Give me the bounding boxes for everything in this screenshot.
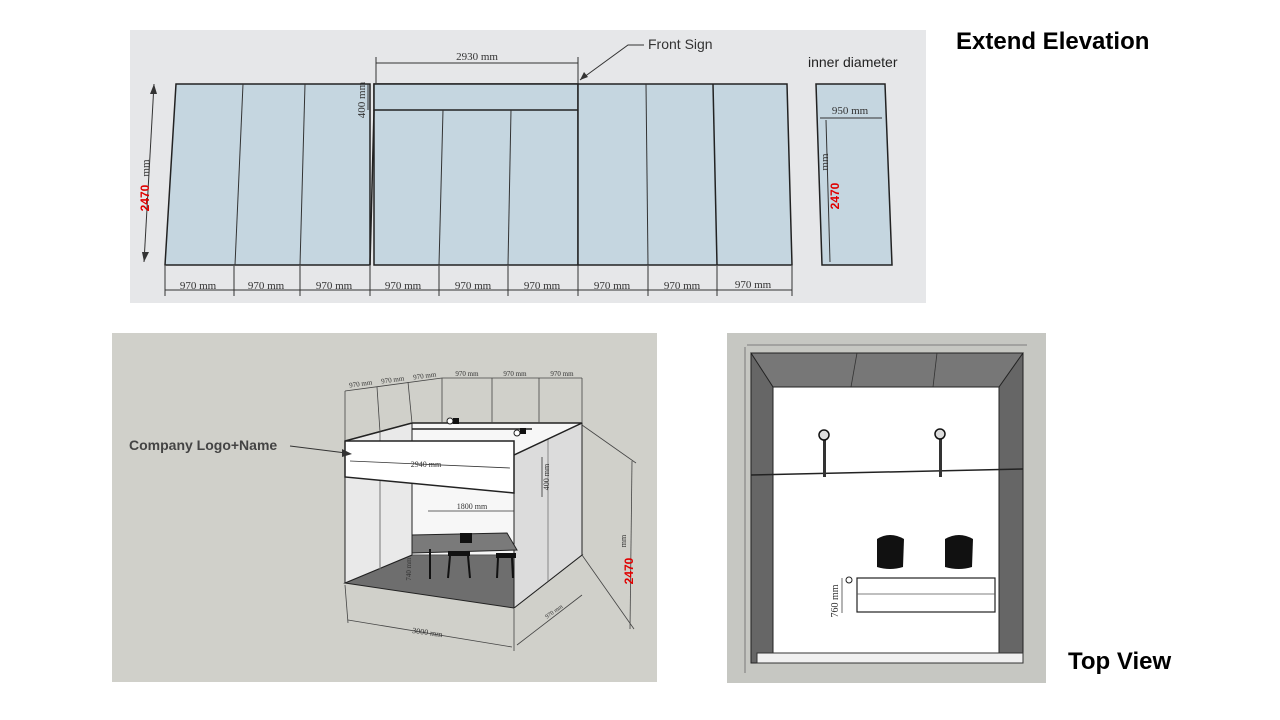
logo-leader — [289, 445, 347, 454]
top-label-small: 970 mm — [413, 370, 438, 381]
panel-width-label: 970 mm — [180, 280, 217, 292]
panel-width-label: 970 mm — [664, 280, 701, 292]
front-header-sign — [344, 440, 515, 494]
top-view-title: Top View — [1068, 648, 1172, 675]
booth-perspective-diagram: 2940 mm 400 mm 1800 mm 740 mm — [112, 333, 657, 682]
wall-panel-line — [932, 352, 938, 388]
front-sign-arrow — [580, 72, 588, 80]
front-sign-leader — [579, 44, 644, 81]
panel-width-label: 970 mm — [385, 280, 422, 292]
panel-divider — [369, 109, 375, 266]
side-label: 970 mm — [545, 604, 565, 620]
spotlight — [818, 429, 830, 441]
elevation-panel-group-right — [577, 83, 793, 266]
height-extension — [581, 424, 637, 464]
panel-divider — [712, 83, 718, 266]
inner-diameter-panel — [815, 83, 893, 266]
logo-arrow — [342, 449, 352, 457]
panel-divider — [438, 109, 444, 266]
chairs — [447, 533, 516, 579]
chair — [496, 553, 516, 558]
back-wall-top — [750, 352, 1024, 388]
table-dimension-label: 760 mm — [830, 584, 841, 617]
panel-width-label: 970 mm — [524, 280, 561, 292]
chair — [448, 551, 470, 556]
spotlight-head — [520, 428, 526, 434]
chair — [945, 535, 973, 569]
elevation-panel-group-left — [164, 83, 371, 266]
header-height-label: 400 mm — [542, 463, 551, 490]
top-label: 970 mm — [503, 370, 527, 378]
panel-width-label: 970 mm — [316, 280, 353, 292]
top-label: 970 mm — [455, 370, 479, 378]
chair — [877, 535, 904, 569]
panel-width-label: 970 mm — [735, 279, 772, 291]
bottom-dimension-labels: 970 mm 970 mm 970 mm 970 mm 970 mm 970 m… — [180, 279, 772, 292]
top-view-diagram: 760 mm — [727, 333, 1046, 683]
height-dimension-line — [143, 83, 155, 263]
panel-divider — [507, 109, 512, 266]
bottom-dimension-ticks — [164, 266, 793, 296]
booth-floor-area — [772, 386, 1000, 654]
chair — [460, 533, 472, 543]
top-dimension-chain — [344, 377, 583, 441]
depth-dimension-line — [347, 619, 513, 648]
panel-width-label: 970 mm — [455, 280, 492, 292]
elevation-panel-group-middle — [373, 83, 579, 266]
header-width-label: 2940 mm — [411, 460, 442, 469]
depth-tick — [344, 584, 349, 624]
height-value-label: 2470 — [138, 184, 152, 211]
spotlight-stem — [939, 437, 942, 477]
height-unit-label: mm — [619, 534, 628, 547]
booth-front-opening — [756, 652, 1024, 664]
header-width-dimension — [349, 460, 511, 469]
top-label-small: 970 mm — [349, 378, 374, 389]
spotlight-head — [453, 418, 459, 424]
front-sign-label: Front Sign — [648, 36, 713, 52]
top-label-small: 970 mm — [381, 374, 406, 385]
height-arrow-top — [150, 84, 157, 94]
inner-height-dimension-line — [825, 119, 831, 263]
depth-label: 3000 mm — [412, 626, 444, 639]
panel-divider — [234, 83, 244, 266]
spotlight-stem — [823, 437, 826, 477]
spotlight — [446, 417, 454, 425]
top-label: 970 mm — [550, 370, 574, 378]
company-logo-label: Company Logo+Name — [129, 437, 277, 453]
panel-divider — [645, 83, 649, 266]
elevation-drawing: 970 mm 970 mm 970 mm 970 mm 970 mm 970 m… — [138, 36, 898, 296]
panel-width-label: 970 mm — [248, 280, 285, 292]
panel-width-label: 970 mm — [594, 280, 631, 292]
counter-width-label: 1800 mm — [457, 502, 488, 511]
inner-width-label: 950 mm — [832, 105, 869, 117]
spotlight — [513, 429, 521, 437]
panel-divider — [299, 83, 306, 266]
height-arrow-bottom — [142, 252, 149, 262]
extend-elevation-title: Extend Elevation — [956, 28, 1150, 55]
perspective-drawing: 2940 mm 400 mm 1800 mm 740 mm — [129, 370, 637, 651]
table-marker — [845, 576, 853, 584]
inner-height-value: 2470 — [828, 182, 842, 209]
height-dimension-line — [629, 460, 633, 630]
counter-table — [856, 577, 996, 613]
inner-diameter-label: inner diameter — [808, 54, 898, 70]
extend-elevation-diagram: 970 mm 970 mm 970 mm 970 mm 970 mm 970 m… — [130, 30, 926, 303]
counter-height-label: 740 mm — [405, 557, 413, 581]
front-sign-band — [373, 83, 579, 111]
sign-height-label: 400 mm — [356, 81, 368, 118]
spotlight — [934, 428, 946, 440]
spotlights — [818, 428, 946, 477]
top-dimension-labels: 970 mm 970 mm 970 mm 970 mm 970 mm 970 m… — [349, 370, 574, 390]
light-bar — [750, 468, 1024, 476]
side-dimension-line — [516, 594, 583, 646]
height-value-label: 2470 — [622, 557, 636, 584]
wall-panel-line — [850, 352, 858, 388]
height-unit-label: mm — [140, 159, 152, 177]
sign-width-label: 2930 mm — [456, 51, 498, 63]
height-extension — [581, 554, 635, 630]
inner-height-unit: mm — [819, 153, 831, 171]
top-view-drawing: 760 mm — [744, 344, 1027, 673]
